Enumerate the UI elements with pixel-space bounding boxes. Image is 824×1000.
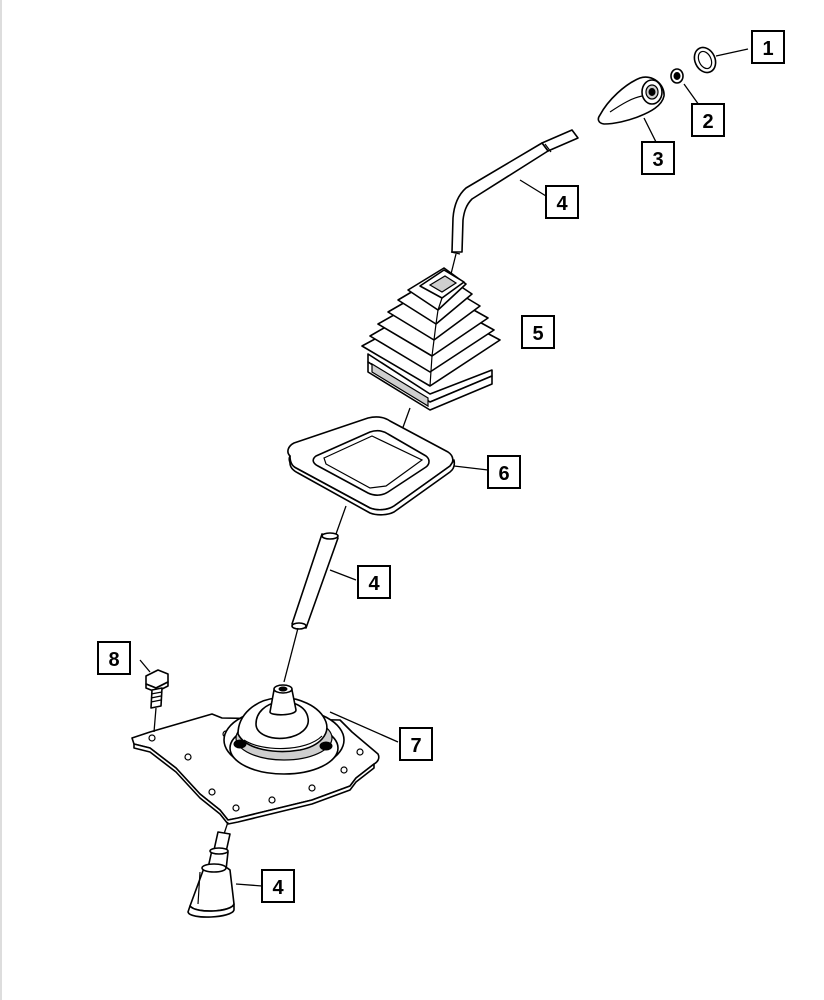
callout-6: 6 <box>487 455 521 489</box>
shift-boot-part <box>361 267 501 431</box>
callout-8: 8 <box>97 641 131 675</box>
callout-4-upper: 4 <box>545 185 579 219</box>
callout-5: 5 <box>521 315 555 349</box>
retaining-ring-part <box>693 46 717 74</box>
callout-8-label: 8 <box>108 649 119 671</box>
callout-leaders <box>139 48 749 887</box>
callout-4-middle-label: 4 <box>368 573 380 595</box>
shifter-bezel-part <box>287 416 456 535</box>
callout-5-label: 5 <box>532 323 543 345</box>
callout-7: 7 <box>399 727 433 761</box>
callout-1-label: 1 <box>762 38 773 60</box>
callout-3: 3 <box>641 141 675 175</box>
shifter-base-plate-part <box>131 684 380 835</box>
callout-2-label: 2 <box>702 111 713 133</box>
callout-3-label: 3 <box>652 149 663 171</box>
shift-lever-lower-part <box>187 831 235 918</box>
shift-nut-part <box>670 68 684 84</box>
callout-4-lower-label: 4 <box>272 877 284 899</box>
shift-lever-middle-part <box>283 532 339 683</box>
callout-2: 2 <box>691 103 725 137</box>
callout-4-lower: 4 <box>261 869 295 903</box>
shift-lever-upper-part <box>448 129 579 283</box>
callout-4-middle: 4 <box>357 565 391 599</box>
callout-7-label: 7 <box>410 735 421 757</box>
mounting-bolt-part <box>145 669 169 733</box>
callout-6-label: 6 <box>498 463 509 485</box>
callout-1: 1 <box>751 30 785 64</box>
callout-4-upper-label: 4 <box>556 193 568 215</box>
shift-knob-part <box>597 76 665 125</box>
